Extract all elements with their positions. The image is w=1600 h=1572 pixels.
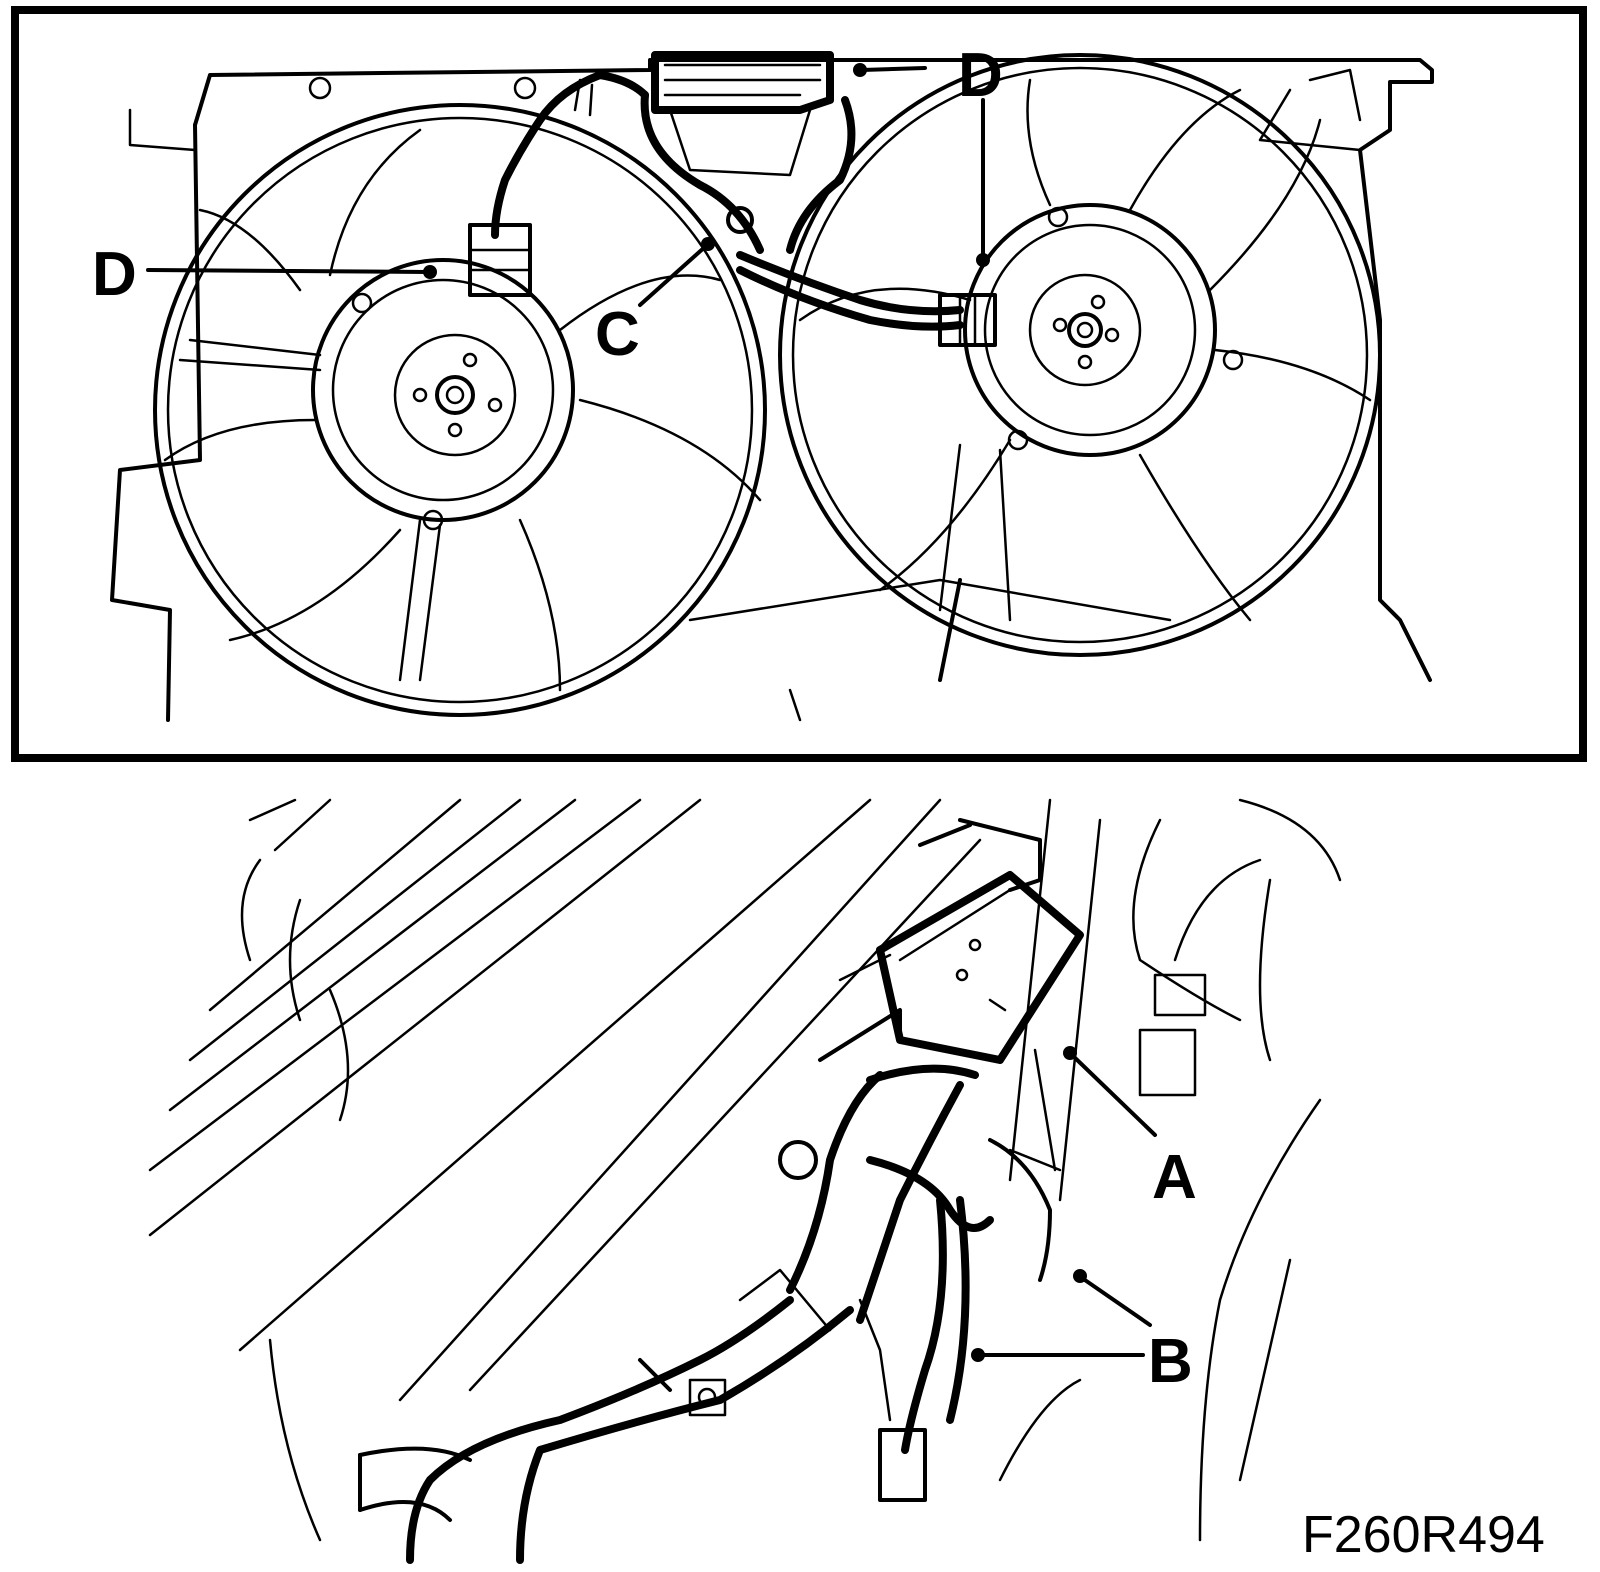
bottom-panel: A B F260R494 (148, 798, 1545, 1564)
radiator-slats (148, 798, 1342, 1542)
callout-dot-b-upper (1073, 1269, 1087, 1283)
wiring-harness-top (468, 71, 997, 347)
callout-dot-c (701, 237, 715, 251)
top-panel-frame (11, 6, 1587, 762)
left-fan (153, 76, 767, 717)
callout-label-a: A (1152, 1143, 1197, 1212)
callout-dot-b-lower (971, 1348, 985, 1362)
bottom-callouts: A B (971, 1046, 1197, 1396)
wiring-harness-bottom (358, 1064, 1052, 1564)
callout-dot-a (1063, 1046, 1077, 1060)
callout-label-c: C (595, 300, 640, 369)
callout-dot-d-left (423, 265, 437, 279)
fan-control-module (651, 51, 834, 177)
top-callouts: D D C (92, 41, 1003, 369)
right-fan (778, 53, 1382, 682)
callout-label-d-right: D (958, 41, 1003, 110)
callout-dot-d-right-upper (853, 63, 867, 77)
fan-shroud (110, 58, 1434, 722)
top-panel: D D C (11, 6, 1587, 762)
figure-code: F260R494 (1302, 1506, 1545, 1564)
fan-control-module-installed (818, 818, 1262, 1172)
callout-label-b: B (1148, 1327, 1193, 1396)
callout-dot-d-right-lower (976, 253, 990, 267)
callout-label-d-left: D (92, 240, 137, 309)
